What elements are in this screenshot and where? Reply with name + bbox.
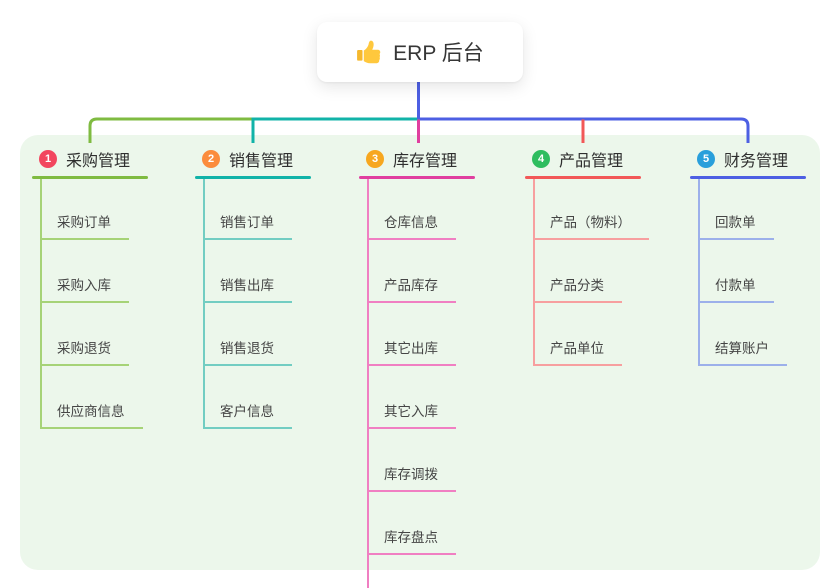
branch-node-finance[interactable]: 5 财务管理 (690, 146, 806, 172)
branch-underline (359, 176, 475, 179)
branch-children: 回款单 付款单 结算账户 (698, 179, 806, 366)
branch-sales-management: 2 销售管理 销售订单 销售出库 销售退货 客户信息 (195, 146, 311, 429)
branch-title: 产品管理 (559, 153, 624, 170)
mindmap-node[interactable]: 销售订单 (205, 179, 292, 240)
thumbs-up-icon (356, 39, 382, 65)
connector-trunk-and-branch-5 (417, 82, 750, 143)
mindmap-node[interactable]: 结算账户 (700, 303, 787, 366)
branch-underline (32, 176, 148, 179)
branch-node-product[interactable]: 4 产品管理 (525, 146, 649, 172)
branch-underline (195, 176, 311, 179)
branch-number-badge: 1 (39, 150, 57, 168)
mindmap-node[interactable]: 供应商信息 (42, 366, 143, 429)
branch-title: 销售管理 (229, 153, 294, 170)
mindmap-node[interactable]: 库存盘点 (369, 492, 456, 555)
branch-title: 财务管理 (724, 153, 789, 170)
mindmap-node[interactable]: 付款单 (700, 240, 774, 303)
branch-node-sales[interactable]: 2 销售管理 (195, 146, 311, 172)
branch-number-badge: 2 (202, 150, 220, 168)
mindmap-node[interactable]: 产品分类 (535, 240, 622, 303)
mindmap-node[interactable]: 其它入库 (369, 366, 456, 429)
mindmap-node[interactable]: 采购入库 (42, 240, 129, 303)
mindmap-node[interactable]: 回款单 (700, 179, 774, 240)
mindmap-node[interactable]: 库存调拨 (369, 429, 456, 492)
branch-children: 采购订单 采购入库 采购退货 供应商信息 (40, 179, 148, 429)
branch-number-badge: 5 (697, 150, 715, 168)
mindmap-panel (20, 135, 820, 570)
mindmap-node[interactable]: 仓库信息 (369, 179, 456, 240)
mindmap-node[interactable]: 销售出库 (205, 240, 292, 303)
branch-children: 产品（物料） 产品分类 产品单位 (533, 179, 649, 366)
branch-product-management: 4 产品管理 产品（物料） 产品分类 产品单位 (525, 146, 649, 366)
branch-underline (525, 176, 641, 179)
branch-node-inventory[interactable]: 3 库存管理 (359, 146, 475, 172)
mindmap-node[interactable]: 采购订单 (42, 179, 129, 240)
root-node[interactable]: ERP 后台 (317, 22, 523, 82)
mindmap-node[interactable]: 出库库明细 (369, 555, 470, 588)
mindmap-node[interactable]: 采购退货 (42, 303, 129, 366)
branch-children: 仓库信息 产品库存 其它出库 其它入库 库存调拨 库存盘点 出库库明细 (367, 179, 475, 588)
mindmap-node[interactable]: 产品（物料） (535, 179, 649, 240)
branch-inventory-management: 3 库存管理 仓库信息 产品库存 其它出库 其它入库 库存调拨 库存盘点 出库库… (359, 146, 475, 588)
branch-title: 采购管理 (66, 153, 131, 170)
branch-underline (690, 176, 806, 179)
branch-finance-management: 5 财务管理 回款单 付款单 结算账户 (690, 146, 806, 366)
root-node-label: ERP 后台 (393, 42, 484, 65)
mindmap-node[interactable]: 客户信息 (205, 366, 292, 429)
branch-number-badge: 3 (366, 150, 384, 168)
mindmap-node[interactable]: 销售退货 (205, 303, 292, 366)
mindmap-node[interactable]: 产品库存 (369, 240, 456, 303)
branch-children: 销售订单 销售出库 销售退货 客户信息 (203, 179, 311, 429)
branch-purchase-management: 1 采购管理 采购订单 采购入库 采购退货 供应商信息 (32, 146, 148, 429)
mindmap-node[interactable]: 产品单位 (535, 303, 622, 366)
branch-title: 库存管理 (393, 153, 458, 170)
mindmap-node[interactable]: 其它出库 (369, 303, 456, 366)
branch-node-purchase[interactable]: 1 采购管理 (32, 146, 148, 172)
branch-number-badge: 4 (532, 150, 550, 168)
